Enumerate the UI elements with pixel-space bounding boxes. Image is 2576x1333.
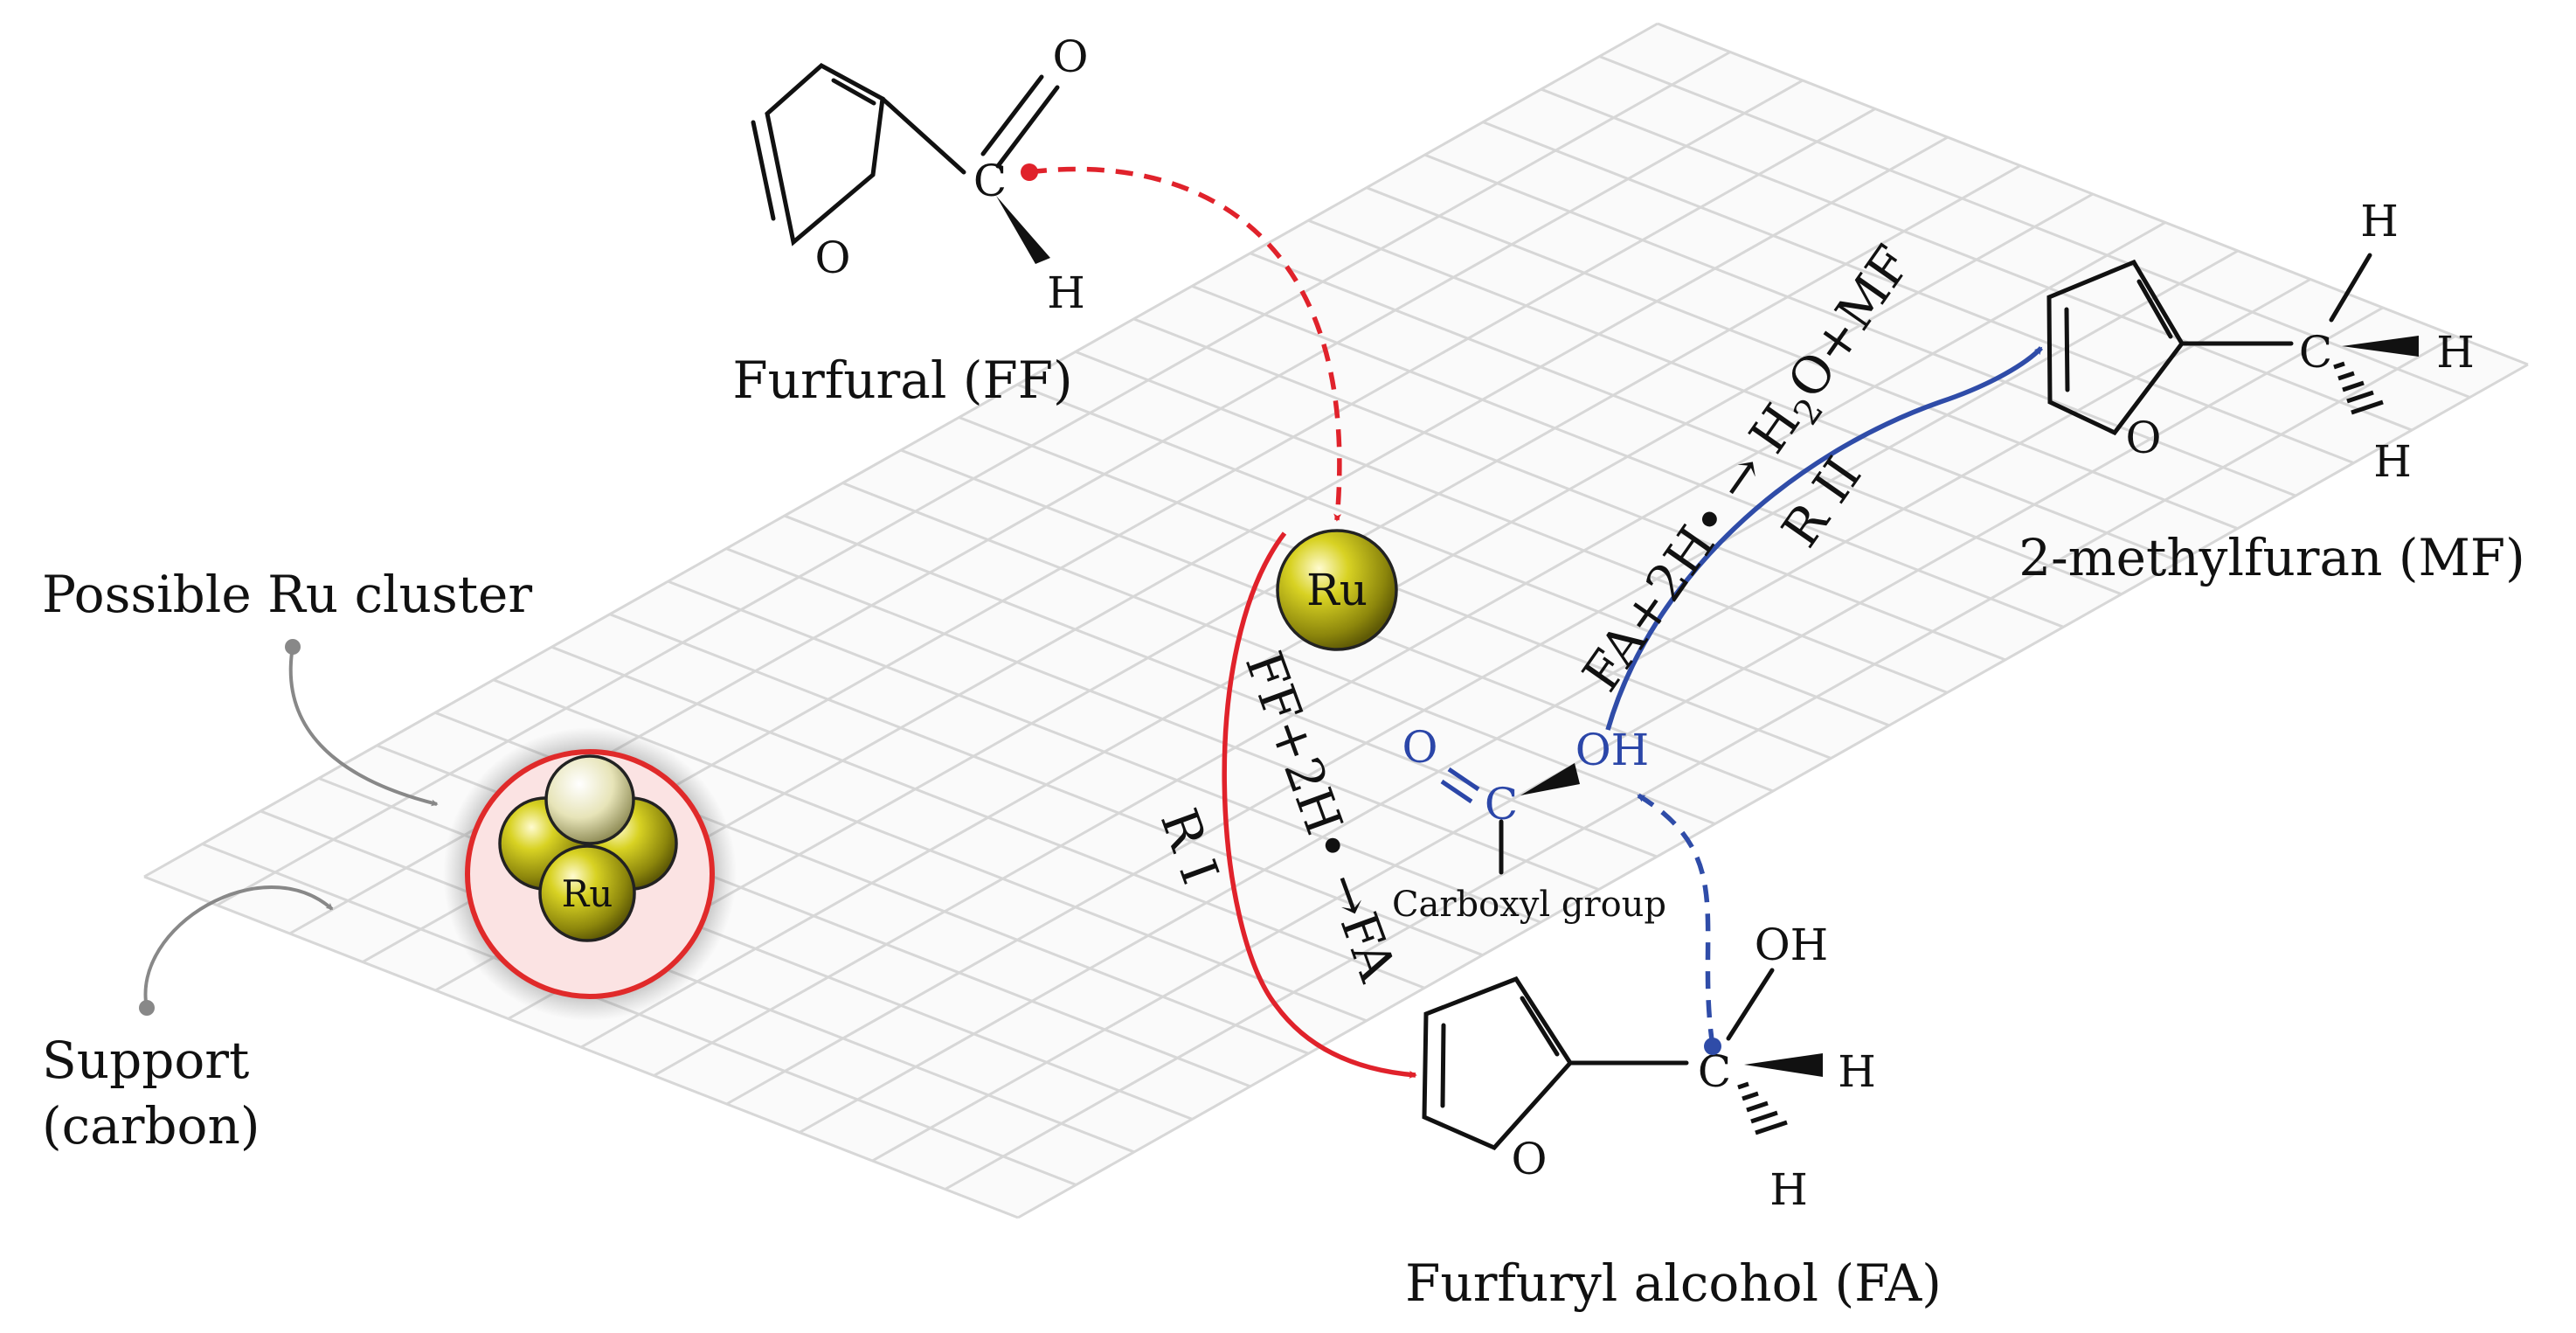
grid-line xyxy=(1016,383,1890,727)
hydrogen-bond-arrow xyxy=(1637,793,1721,1055)
carboxyl-group: O C OH xyxy=(1402,722,1650,875)
grid-line xyxy=(1598,55,2471,399)
grid-line xyxy=(1307,219,2180,563)
methylfuran-carbon: C xyxy=(2299,327,2332,378)
methylfuran-hydrogen-right: H xyxy=(2436,327,2475,378)
furfuryl-alcohol-molecule: O C OH H H xyxy=(1422,920,1876,1215)
furfural-carbonyl-oxygen: O xyxy=(1053,31,1089,82)
support-pointer xyxy=(139,885,334,1016)
grid-line xyxy=(1132,317,2006,662)
furfuryl-alcohol-hydrogen-bottom: H xyxy=(1769,1164,1808,1215)
ru-cluster-pointer xyxy=(285,639,439,807)
grid-line xyxy=(1250,252,2122,596)
adsorption-start-dot xyxy=(1021,163,1038,181)
carboxyl-hydroxyl: OH xyxy=(1575,725,1650,775)
methylfuran-ring-oxygen: O xyxy=(2126,413,2162,463)
carboxyl-group-label: Carboxyl group xyxy=(1392,885,1666,925)
adsorption-arrow xyxy=(1021,163,1342,522)
grid-line xyxy=(1657,22,2529,366)
carboxyl-carbon: C xyxy=(1485,779,1518,830)
furfuryl-alcohol-hydroxyl: OH xyxy=(1755,920,1829,970)
reaction-arrow-r2 xyxy=(1605,346,2044,731)
grid-line xyxy=(1482,121,2355,465)
grid-line xyxy=(1075,350,1948,694)
grid-line xyxy=(551,645,1425,989)
grid-line xyxy=(784,514,1658,858)
grid-line xyxy=(1191,284,2064,628)
methylfuran-hashed-bond xyxy=(2333,361,2384,415)
methylfuran-molecule: O C H H H xyxy=(2046,196,2475,487)
ru-cluster-label: Ru xyxy=(562,872,613,915)
furfuryl-alcohol-label: Furfuryl alcohol (FA) xyxy=(1405,1253,1942,1313)
furfuryl-alcohol-hydrogen-right: H xyxy=(1838,1046,1876,1097)
hydrogen-bond-start-dot xyxy=(1704,1038,1721,1055)
ru-atom: Ru xyxy=(1276,529,1398,651)
grid-line xyxy=(609,613,1484,957)
furfural-hydrogen: H xyxy=(1047,267,1085,318)
grid-line xyxy=(667,580,1541,924)
furfural-label: Furfural (FF) xyxy=(732,351,1072,410)
methylfuran-label: 2-methylfuran (MF) xyxy=(2019,528,2525,587)
support-annotation-line1: Support xyxy=(42,1031,249,1090)
furfural-carbon: C xyxy=(973,156,1007,206)
grid-line xyxy=(143,875,1019,1219)
grid-line xyxy=(1366,186,2239,531)
ru-cluster-annotation: Possible Ru cluster xyxy=(42,565,532,624)
ru-atom-label: Ru xyxy=(1306,565,1368,615)
carboxyl-oxygen: O xyxy=(1402,722,1438,773)
grid-line xyxy=(202,843,1077,1186)
furfuryl-alcohol-hashed-bond xyxy=(1737,1081,1788,1135)
grid-line xyxy=(1541,87,2413,432)
methylfuran-hydrogen-bottom: H xyxy=(2373,436,2412,487)
furfuryl-alcohol-ring-oxygen: O xyxy=(1512,1134,1548,1184)
furfural-ring-oxygen: O xyxy=(815,233,851,283)
grid-line xyxy=(1423,153,2296,497)
grid-line xyxy=(725,547,1600,892)
ru-cluster: Ru xyxy=(443,727,737,1021)
grid-line xyxy=(260,809,1135,1154)
support-annotation-line2: (carbon) xyxy=(42,1096,260,1156)
furfural-molecule: O C O H xyxy=(751,31,1089,318)
methylfuran-hydrogen-top: H xyxy=(2360,196,2399,246)
reaction-arrow-r1 xyxy=(1222,531,1417,1079)
